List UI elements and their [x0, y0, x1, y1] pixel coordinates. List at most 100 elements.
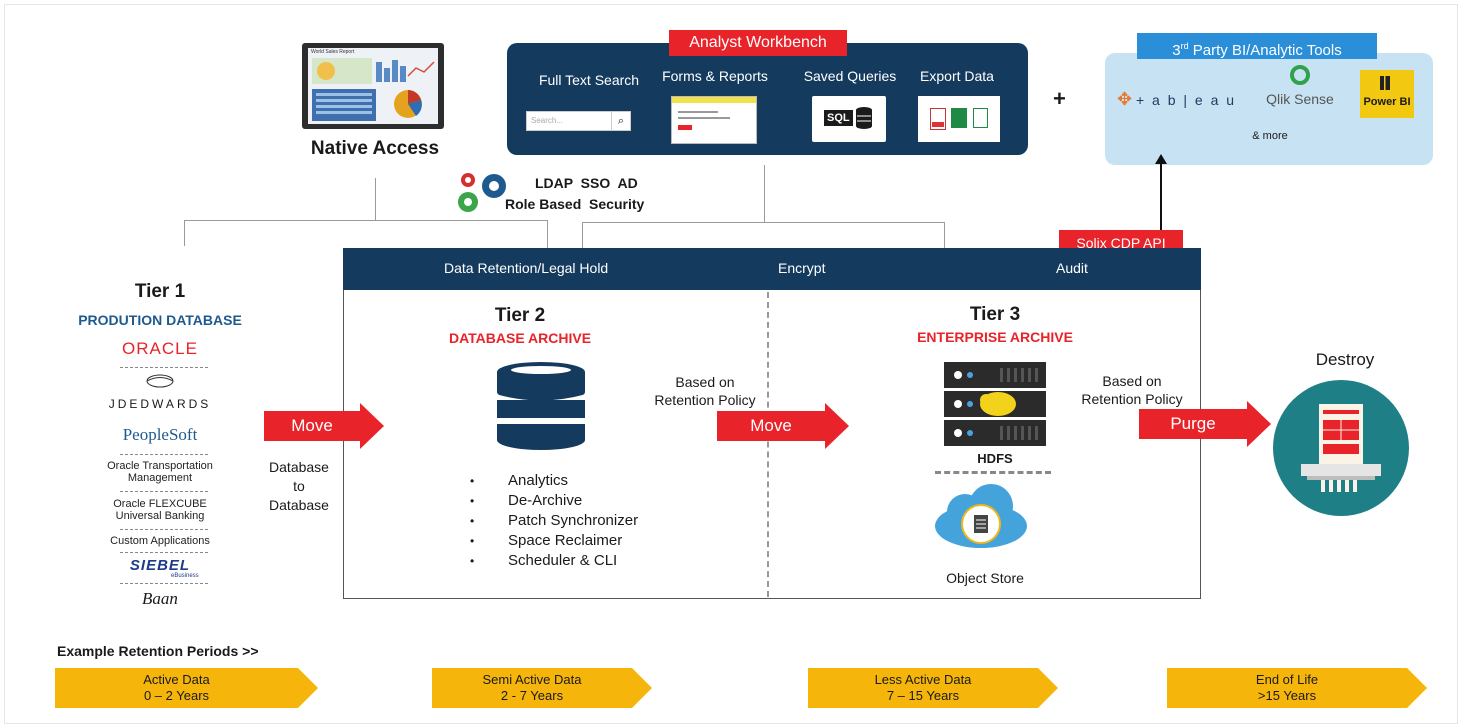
destroy-label: Destroy [1315, 350, 1375, 369]
tier3-subtitle: ENTERPRISE ARCHIVE [917, 329, 1073, 345]
purge-arrow: Purge [1139, 401, 1271, 447]
forms-reports-thumbnail [671, 96, 757, 144]
retention-policy-note-2: Based on Retention Policy [1081, 373, 1183, 407]
bi-title-sup: rd [1180, 41, 1189, 51]
separator [120, 491, 208, 492]
period-box-active: Active Data 0 – 2 Years [55, 668, 298, 708]
jde-logo-icon [146, 374, 174, 388]
api-arrow-shaft [1160, 160, 1162, 232]
security-line1: LDAP SSO AD [535, 175, 638, 191]
powerbi-bars-icon [1380, 76, 1394, 90]
tableau-cross-icon: ✥ [1117, 89, 1133, 109]
feature-item: Patch Synchronizer [470, 511, 638, 531]
separator [120, 552, 208, 553]
move-arrow-2: Move [717, 403, 849, 449]
object-store-label: Object Store [946, 570, 1024, 586]
search-input[interactable]: Search... [526, 111, 612, 131]
connector-wb-right-down [944, 222, 945, 248]
audit-label: Audit [1056, 260, 1088, 276]
bi-tools-title: 3rd Party BI/Analytic Tools [1137, 33, 1377, 59]
oracle-flexcube-label: Oracle FLEXCUBE Universal Banking [113, 498, 207, 522]
plus-sign: + [1053, 86, 1066, 111]
qlik-logo: Qlik Sense [1255, 65, 1345, 107]
diagram-frame [4, 4, 1458, 724]
bi-tools-panel: ✥ + a b | e a u Qlik Sense Power BI & mo… [1105, 53, 1433, 165]
analyst-workbench-panel: Full Text Search Forms & Reports Saved Q… [507, 43, 1028, 155]
tableau-logo: ✥ + a b | e a u [1117, 89, 1236, 110]
period-box-less: Less Active Data 7 – 15 Years [808, 668, 1038, 708]
pdf-icon[interactable] [930, 108, 946, 130]
gears-icon [458, 173, 506, 212]
siebel-ebusiness-label: eBusiness [171, 573, 199, 579]
bi-title-number: 3 [1172, 42, 1181, 59]
form-line [678, 111, 718, 113]
tier2-feature-list: Analytics De-Archive Patch Synchronizer … [470, 471, 638, 571]
period-label: Less Active Data [874, 672, 972, 687]
form-submit-button [678, 125, 692, 130]
encrypt-label: Encrypt [778, 260, 826, 276]
tier2-subtitle: DATABASE ARCHIVE [448, 330, 592, 346]
peoplesoft-logo: PeopleSoft [122, 425, 198, 444]
retention-legal-hold-label: Data Retention/Legal Hold [444, 260, 609, 276]
feature-item: Space Reclaimer [470, 531, 638, 551]
document-icon[interactable] [973, 108, 988, 128]
period-range: >15 Years [1257, 688, 1317, 703]
retention-policy-note-1: Based on Retention Policy [654, 374, 756, 408]
api-arrow-head [1155, 154, 1167, 164]
search-icon[interactable]: ⌕ [611, 111, 631, 131]
archive-header-bar: Data Retention/Legal Hold Encrypt Audit [343, 248, 1201, 290]
feature-item: Analytics [470, 471, 638, 491]
excel-icon[interactable] [951, 108, 967, 128]
form-line [678, 117, 730, 119]
separator [120, 454, 208, 455]
separator [120, 529, 208, 530]
powerbi-logo: Power BI [1360, 70, 1414, 118]
saved-queries-label: Saved Queries [803, 68, 897, 84]
tableau-text: + a b | e a u [1135, 92, 1237, 108]
custom-applications-label: Custom Applications [110, 535, 210, 547]
powerbi-text: Power BI [1363, 96, 1411, 108]
oracle-logo: ORACLE [122, 339, 198, 358]
export-icons-panel [918, 96, 1000, 142]
connector-native-down [375, 178, 376, 220]
connector-archive-down [547, 220, 548, 248]
tier2-title: Tier 2 [494, 305, 546, 326]
period-range: 0 – 2 Years [143, 688, 210, 703]
baan-logo: Baan [142, 589, 178, 608]
connector-workbench-horizontal [582, 222, 944, 223]
purge-label: Purge [1139, 409, 1247, 439]
qlik-icon [1290, 65, 1310, 85]
dashboard-thumbnail: World Sales Report [308, 48, 438, 124]
period-label: Semi Active Data [482, 672, 582, 687]
connector-native-horizontal [184, 220, 548, 221]
hdfs-server-icon [944, 362, 1046, 446]
native-access-monitor: World Sales Report [302, 43, 444, 129]
retention-heading: Example Retention Periods >> [57, 643, 259, 659]
tier3-title: Tier 3 [969, 304, 1021, 325]
feature-item: De-Archive [470, 491, 638, 511]
object-store-cloud-icon [935, 484, 1027, 548]
tier1-title: Tier 1 [134, 281, 186, 302]
move-arrowhead-1 [360, 403, 384, 449]
db-cylinder-icon [856, 107, 872, 129]
siebel-logo: SIEBEL [129, 557, 191, 574]
feature-item: Scheduler & CLI [470, 551, 638, 571]
dashboard-chart-icon [312, 58, 435, 121]
period-arrowhead [632, 668, 652, 708]
move-arrowhead-2 [825, 403, 849, 449]
period-range: 2 - 7 Years [500, 688, 564, 703]
dashboard-title: World Sales Report [311, 49, 355, 55]
forms-reports-label: Forms & Reports [662, 68, 768, 84]
period-arrowhead [298, 668, 318, 708]
export-data-label: Export Data [920, 68, 994, 84]
separator [120, 583, 208, 584]
purge-arrowhead [1247, 401, 1271, 447]
form-header-bar [672, 97, 756, 103]
period-arrowhead [1407, 668, 1427, 708]
qlik-text: Qlik Sense [1266, 91, 1334, 107]
native-access-label: Native Access [310, 138, 440, 159]
hdfs-divider [935, 471, 1051, 474]
period-range: 7 – 15 Years [886, 688, 960, 703]
period-box-eol: End of Life >15 Years [1167, 668, 1407, 708]
period-label: End of Life [1255, 672, 1319, 687]
